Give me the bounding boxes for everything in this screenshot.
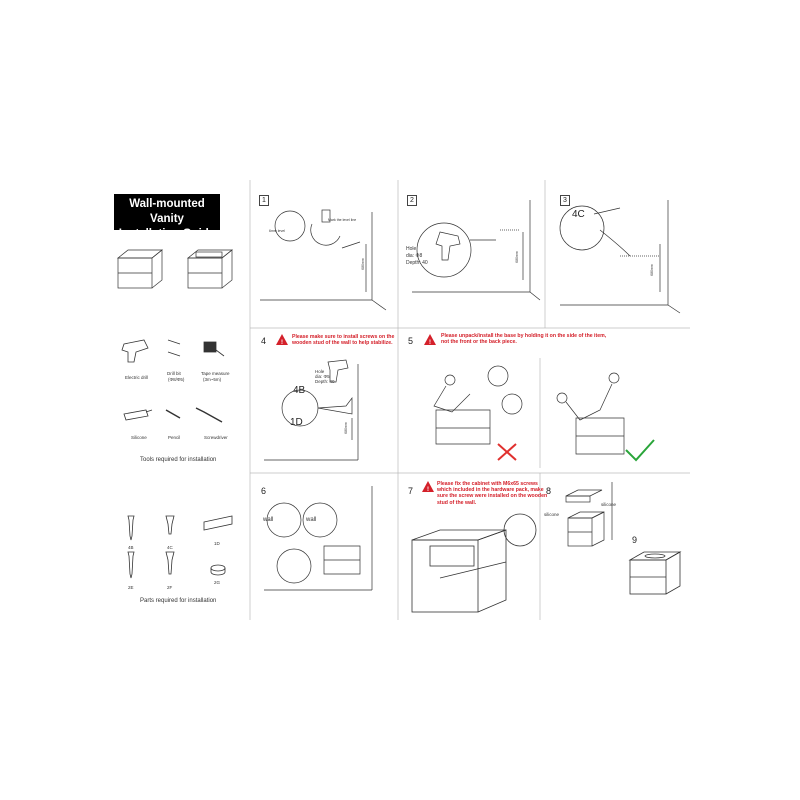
step-7-warning-line4: stud of the wall. bbox=[437, 499, 477, 506]
step-6-number: 6 bbox=[261, 486, 267, 496]
screwdriver-icon bbox=[195, 407, 223, 423]
step-7-warning-line2: which included in the hardware pack, mak… bbox=[437, 487, 544, 494]
silicone-icon bbox=[123, 409, 149, 421]
part-label-1d: 1D bbox=[214, 541, 220, 546]
step-2-number: 2 bbox=[407, 195, 417, 206]
part-label-4b: 4B bbox=[128, 545, 134, 550]
tool-label-screwdriver: Screwdriver bbox=[204, 435, 228, 440]
step-4-depth: Depth: 40 bbox=[315, 379, 335, 384]
step-4-warning: Please make sure to install screws on th… bbox=[292, 334, 394, 346]
anchor-2f-icon bbox=[165, 551, 175, 575]
tool-label-pencil: Pencil bbox=[168, 435, 181, 440]
step-7-warning: Please fix the cabinet with M6x65 screws… bbox=[437, 481, 547, 506]
step-8-silicone-a: silicone bbox=[544, 512, 560, 517]
tool-label-tape-measure: Tape measure bbox=[201, 371, 230, 376]
step-5-warning-line1: Please unpack/install the base by holdin… bbox=[441, 333, 607, 339]
step-2-dia: dia: Φ8 bbox=[406, 253, 423, 259]
guide-title-line1: Wall-mounted Vanity bbox=[129, 198, 205, 225]
step-4-part-a: 4B bbox=[293, 385, 306, 396]
step-3-number: 3 bbox=[560, 195, 570, 206]
step-4-warning-line1: Please make sure to install screws on th… bbox=[292, 334, 395, 340]
guide-title-line2: Installation Guide bbox=[118, 228, 216, 240]
step-2-hole: Hole bbox=[406, 246, 417, 252]
step-5-warning-line2: not the front or the back piece. bbox=[441, 339, 517, 346]
step-5-warning: Please unpack/install the base by holdin… bbox=[441, 333, 606, 345]
anchor-4c-icon bbox=[165, 515, 175, 535]
drill-bit-icon bbox=[167, 339, 181, 345]
step-1-number: 1 bbox=[259, 195, 269, 206]
step-4-warning-line2: wooden stud of the wall to help stabiliz… bbox=[292, 340, 393, 347]
step-6-wall-b: wall bbox=[306, 517, 317, 523]
step-2-depth: Depth: 40 bbox=[406, 260, 428, 266]
svg-text:!: ! bbox=[281, 340, 283, 346]
step-4-part-b: 1D bbox=[290, 417, 303, 428]
part-label-2f: 2F bbox=[167, 585, 173, 590]
part-label-2e: 2E bbox=[128, 585, 134, 590]
tool-label-silicone: Silicone bbox=[131, 435, 147, 440]
tool-label-drill: Electric drill bbox=[125, 375, 149, 380]
step-4-dia: dia: Φ5 bbox=[315, 374, 330, 379]
tool-sub-drill-bit: (Φ8/Φ5) bbox=[168, 377, 185, 382]
tool-label-drill-bit: Drill bit bbox=[167, 371, 181, 376]
step-3-part: 4C bbox=[572, 209, 585, 220]
svg-text:!: ! bbox=[427, 487, 429, 493]
screw-4b-icon bbox=[127, 515, 135, 541]
tape-measure-icon bbox=[203, 341, 217, 353]
guide-title: Wall-mounted Vanity Installation Guide bbox=[114, 194, 220, 240]
tool-sub-tape-measure: (3m~5m) bbox=[203, 377, 222, 382]
plate-1d-icon bbox=[203, 515, 233, 531]
svg-text:!: ! bbox=[429, 340, 431, 346]
part-label-2g: 2G bbox=[214, 580, 221, 585]
step-1-label-b: Mark the level line bbox=[328, 218, 357, 222]
step-1-label-a: 6mm level bbox=[269, 229, 285, 233]
step-7-number: 7 bbox=[408, 486, 414, 496]
step-7-warning-line3: sure the screw were installed on the woo… bbox=[437, 493, 548, 500]
screw-2e-icon bbox=[127, 551, 135, 579]
pencil-icon bbox=[165, 409, 181, 419]
drill-icon bbox=[121, 339, 149, 363]
step-9-number: 9 bbox=[632, 535, 638, 545]
tools-caption: Tools required for installation bbox=[140, 457, 217, 463]
part-label-4c: 4C bbox=[167, 545, 173, 550]
step-8-silicone-b: silicone bbox=[601, 502, 617, 507]
step-4-number: 4 bbox=[261, 336, 267, 346]
step-4-hole: Hole bbox=[315, 369, 325, 374]
step-6-wall-a: wall bbox=[263, 517, 274, 523]
step-8-number: 8 bbox=[546, 486, 552, 496]
step-7-warning-line1: Please fix the cabinet with M6x65 screws bbox=[437, 481, 538, 487]
step-5-number: 5 bbox=[408, 336, 414, 346]
parts-caption: Parts required for installation bbox=[140, 598, 217, 604]
